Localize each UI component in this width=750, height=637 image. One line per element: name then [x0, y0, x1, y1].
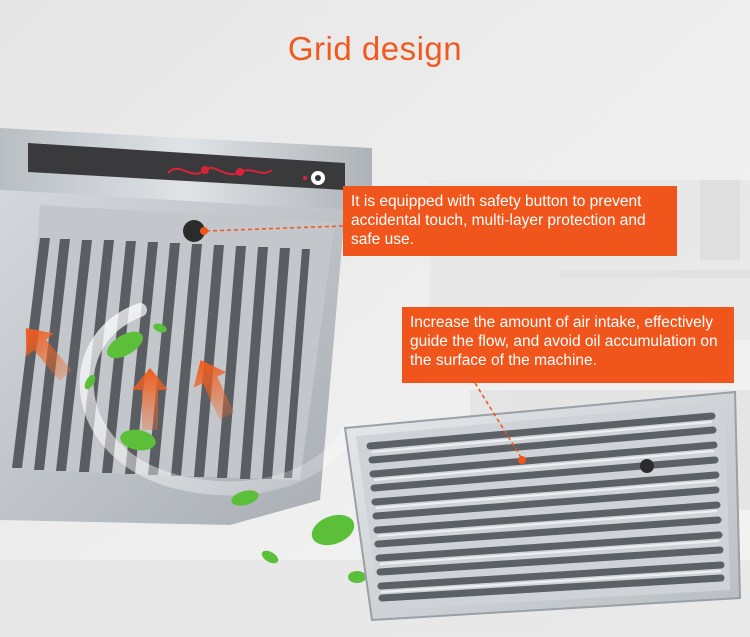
airflow-arrows [25, 328, 235, 430]
filter-grid [343, 390, 742, 622]
leaves [84, 323, 366, 583]
floral-decoration [167, 166, 273, 176]
callout-safety-button: It is equipped with safety button to pre… [343, 186, 677, 256]
range-hood [0, 128, 372, 525]
page-title: Grid design [287, 30, 463, 67]
callout-air-intake: Increase the amount of air intake, effec… [402, 307, 734, 383]
safety-button-knob [183, 220, 205, 242]
